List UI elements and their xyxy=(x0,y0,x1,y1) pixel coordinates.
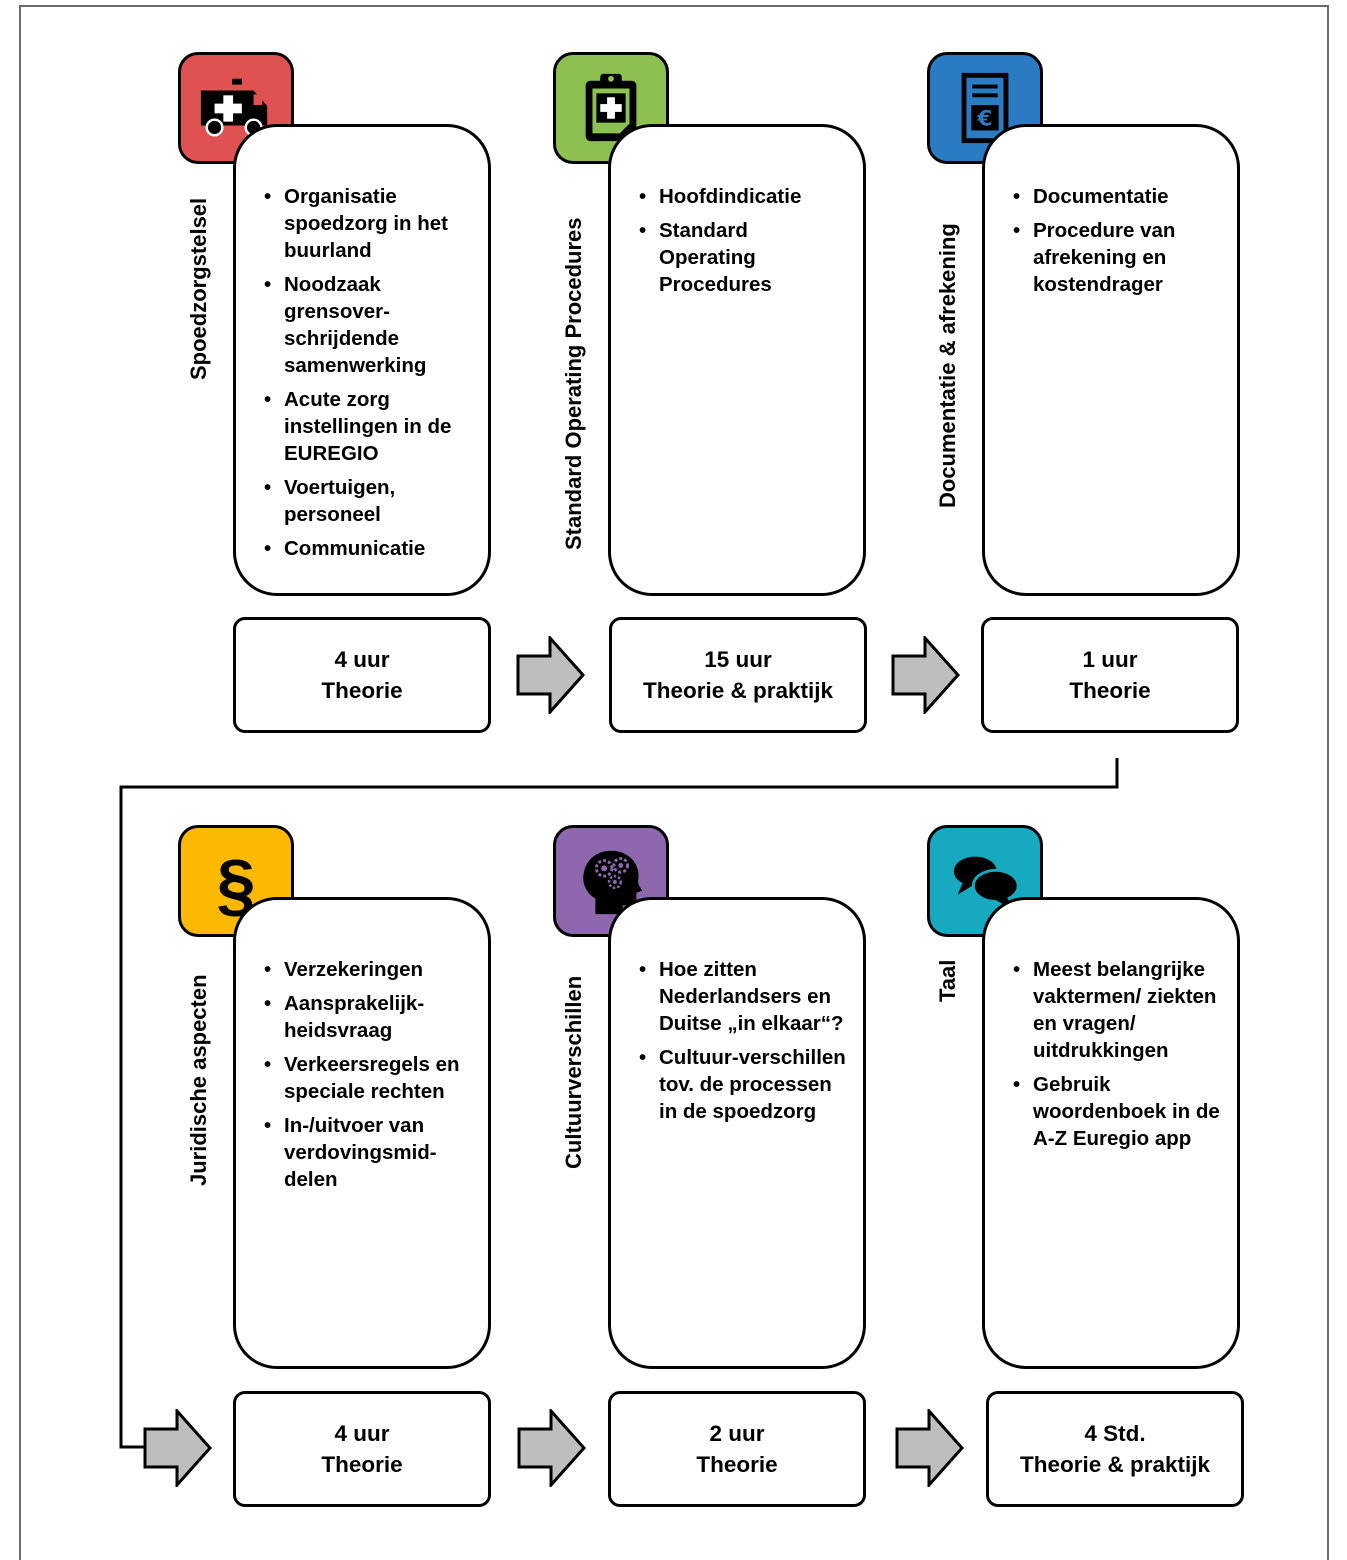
duration-type: Theorie xyxy=(696,1452,778,1477)
clipboard-plus-icon xyxy=(585,73,637,142)
svg-text:€: € xyxy=(977,107,993,132)
list-item: Documentatie xyxy=(1013,183,1223,210)
list-item: Acute zorg instellingen in de EUREGIO xyxy=(264,386,474,467)
duration-type: Theorie xyxy=(321,1452,403,1477)
duration-box: 2 uur Theorie xyxy=(608,1391,866,1507)
module-sop-content: Hoofdindicatie Standard Operating Proced… xyxy=(608,124,866,596)
flow-arrow-icon xyxy=(891,636,961,714)
duration-type: Theorie & praktijk xyxy=(1019,1452,1211,1477)
list-item: Organisatie spoedzorg in het buurland xyxy=(264,183,474,264)
duration-type: Theorie xyxy=(321,678,403,703)
bullet-list: Organisatie spoedzorg in het buurland No… xyxy=(264,183,474,569)
list-item: In-/uitvoer van verdovingsmid-delen xyxy=(264,1112,474,1193)
module-title: Juridische aspecten xyxy=(186,974,211,1186)
module-spoedzorgstelsel-content: Organisatie spoedzorg in het buurland No… xyxy=(233,124,491,596)
bullet-list: Documentatie Procedure van afrekening en… xyxy=(1013,183,1223,305)
duration-hours: 2 uur xyxy=(709,1421,765,1446)
duration-hours: 4 uur xyxy=(334,647,390,672)
euro-document-icon: € xyxy=(961,72,1009,144)
duration-box: 1 uur Theorie xyxy=(981,617,1239,733)
list-item: Meest belangrijke vaktermen/ ziekten en … xyxy=(1013,956,1223,1064)
duration-box: 4 Std. Theorie & praktijk xyxy=(986,1391,1244,1507)
flow-arrow-icon xyxy=(143,1409,213,1487)
duration-type: Theorie & praktijk xyxy=(642,678,834,703)
flow-arrow-icon xyxy=(516,636,586,714)
list-item: Gebruik woordenboek in de A-Z Euregio ap… xyxy=(1013,1071,1223,1152)
list-item: Procedure van afrekening en kostendrager xyxy=(1013,217,1223,298)
module-documentatie-icon-box: € xyxy=(927,52,1043,164)
duration-hours: 15 uur xyxy=(704,647,772,672)
module-cultuur-content: Hoe zitten Nederlandsers en Duitse „in e… xyxy=(608,897,866,1369)
list-item: Verkeersregels en speciale rechten xyxy=(264,1051,474,1105)
list-item: Noodzaak grensover-schrijdende samenwerk… xyxy=(264,271,474,379)
list-item: Cultuur-verschillen tov. de processen in… xyxy=(639,1044,849,1125)
module-title: Standard Operating Procedures xyxy=(561,217,586,550)
module-taal-content: Meest belangrijke vaktermen/ ziekten en … xyxy=(982,897,1240,1369)
list-item: Standard Operating Procedures xyxy=(639,217,849,298)
duration-box: 4 uur Theorie xyxy=(233,1391,491,1507)
duration-box: 15 uur Theorie & praktijk xyxy=(609,617,867,733)
list-item: Aansprakelijk-heidsvraag xyxy=(264,990,474,1044)
duration-box: 4 uur Theorie xyxy=(233,617,491,733)
list-item: Hoofdindicatie xyxy=(639,183,849,210)
diagram-frame xyxy=(19,5,1329,1560)
list-item: Communicatie xyxy=(264,535,474,562)
module-documentatie-content: Documentatie Procedure van afrekening en… xyxy=(982,124,1240,596)
duration-hours: 1 uur xyxy=(1082,647,1138,672)
module-juridisch-content: Verzekeringen Aansprakelijk-heidsvraag V… xyxy=(233,897,491,1369)
list-item: Hoe zitten Nederlandsers en Duitse „in e… xyxy=(639,956,849,1037)
module-title: Spoedzorgstelsel xyxy=(186,197,211,380)
flow-arrow-icon xyxy=(895,1409,965,1487)
bullet-list: Verzekeringen Aansprakelijk-heidsvraag V… xyxy=(264,956,474,1200)
speech-bubbles-icon xyxy=(953,856,1020,911)
bullet-list: Hoofdindicatie Standard Operating Proced… xyxy=(639,183,849,305)
module-cultuur-icon-box xyxy=(553,825,669,937)
module-title: Taal xyxy=(935,959,960,1002)
duration-hours: 4 Std. xyxy=(1084,1421,1146,1446)
head-gears-icon xyxy=(583,850,643,915)
duration-hours: 4 uur xyxy=(334,1421,390,1446)
duration-type: Theorie xyxy=(1069,678,1151,703)
bullet-list: Meest belangrijke vaktermen/ ziekten en … xyxy=(1013,956,1223,1159)
flow-arrow-icon xyxy=(517,1409,587,1487)
module-title: Cultuurverschillen xyxy=(561,975,586,1169)
bullet-list: Hoe zitten Nederlandsers en Duitse „in e… xyxy=(639,956,849,1132)
module-title: Documentatie & afrekening xyxy=(935,223,960,508)
list-item: Verzekeringen xyxy=(264,956,474,983)
list-item: Voertuigen, personeel xyxy=(264,474,474,528)
